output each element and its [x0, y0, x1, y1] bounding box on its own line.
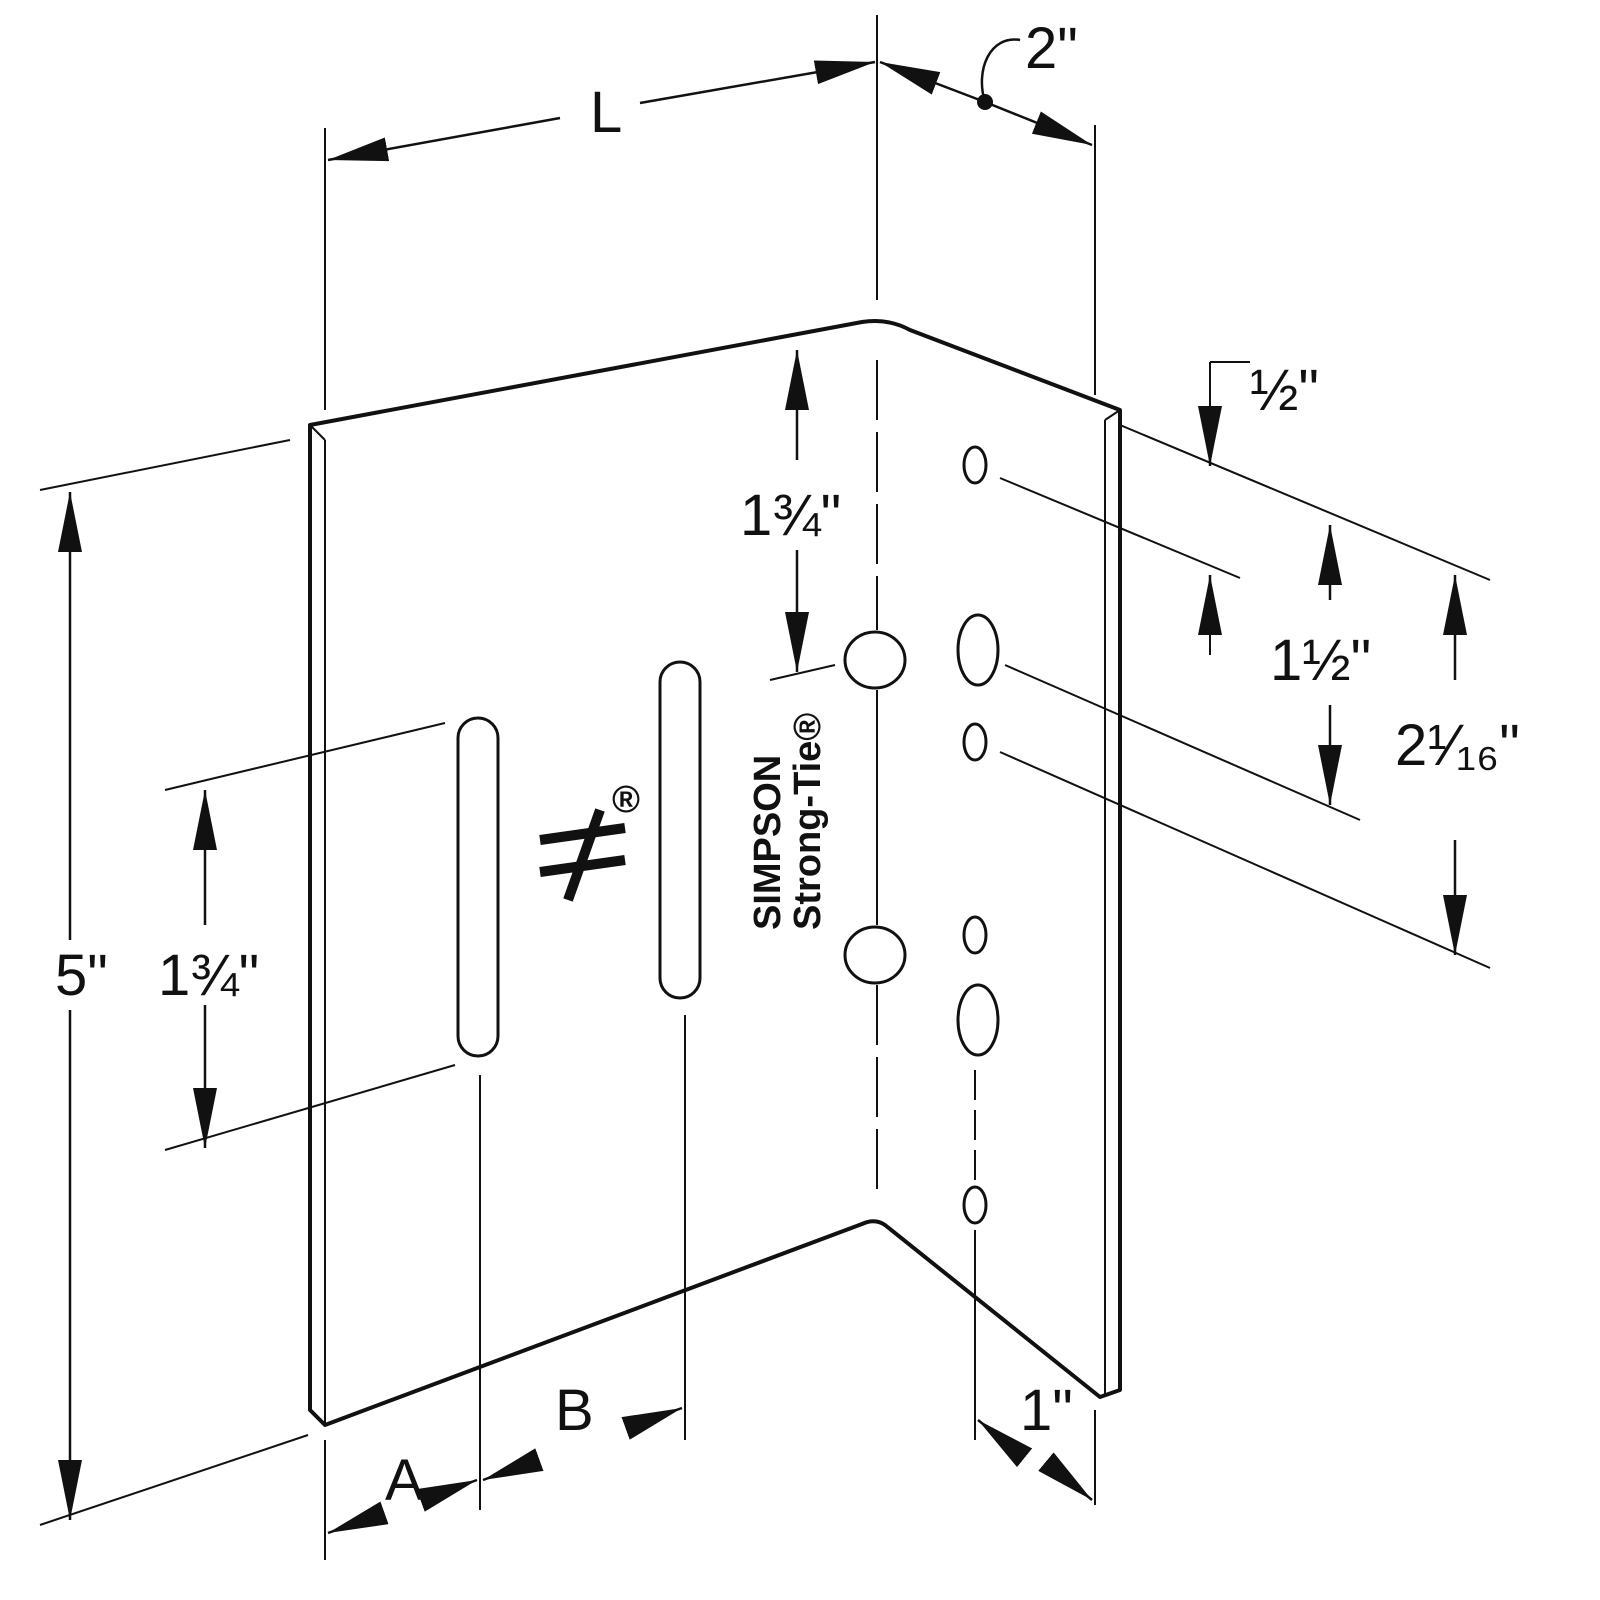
- fastener-hole: [962, 1185, 988, 1225]
- dim-slot-length-label: 1¾": [158, 943, 259, 1008]
- fastener-hole: [962, 915, 988, 955]
- bracket-plate: [308, 319, 1122, 1427]
- slot-a: [456, 716, 500, 1058]
- dim-top-hole-offset-label: ½": [1250, 358, 1319, 423]
- bend-hole: [843, 925, 907, 985]
- simpson-logo-mark: ®: [539, 779, 640, 902]
- extension-lines: [39, 15, 1491, 1560]
- dim-length-label: L: [590, 80, 622, 145]
- dimension-lines: [58, 38, 1467, 1535]
- fastener-hole: [962, 445, 988, 485]
- fastener-hole: [962, 722, 988, 762]
- slot-b: [658, 660, 702, 1000]
- bend-hole: [843, 630, 907, 690]
- dim-slot-top-offset-label: 1¾": [740, 483, 841, 548]
- plate-thickness-edge: [309, 424, 326, 441]
- plate-thickness-edge: [1104, 409, 1121, 421]
- dim-leg-width-label: 2": [1025, 16, 1078, 81]
- fastener-hole: [956, 983, 1000, 1057]
- dim-hole-spacing-small-label: 1½": [1270, 628, 1371, 693]
- dim-a-label: A: [385, 1448, 424, 1513]
- leader-dot: [977, 94, 993, 110]
- fastener-hole: [956, 613, 1000, 687]
- dim-height-label: 5": [55, 943, 108, 1008]
- logo-brand-text: SIMPSON: [747, 755, 789, 930]
- dim-hole-edge-offset-label: 1": [1020, 1378, 1073, 1443]
- logo-registered-mark: ®: [612, 779, 640, 821]
- logo-product-text: Strong-Tie®: [787, 713, 829, 930]
- dim-hole-spacing-large-label: 2¹⁄₁₆": [1395, 713, 1520, 778]
- dim-b-label: B: [555, 1378, 594, 1443]
